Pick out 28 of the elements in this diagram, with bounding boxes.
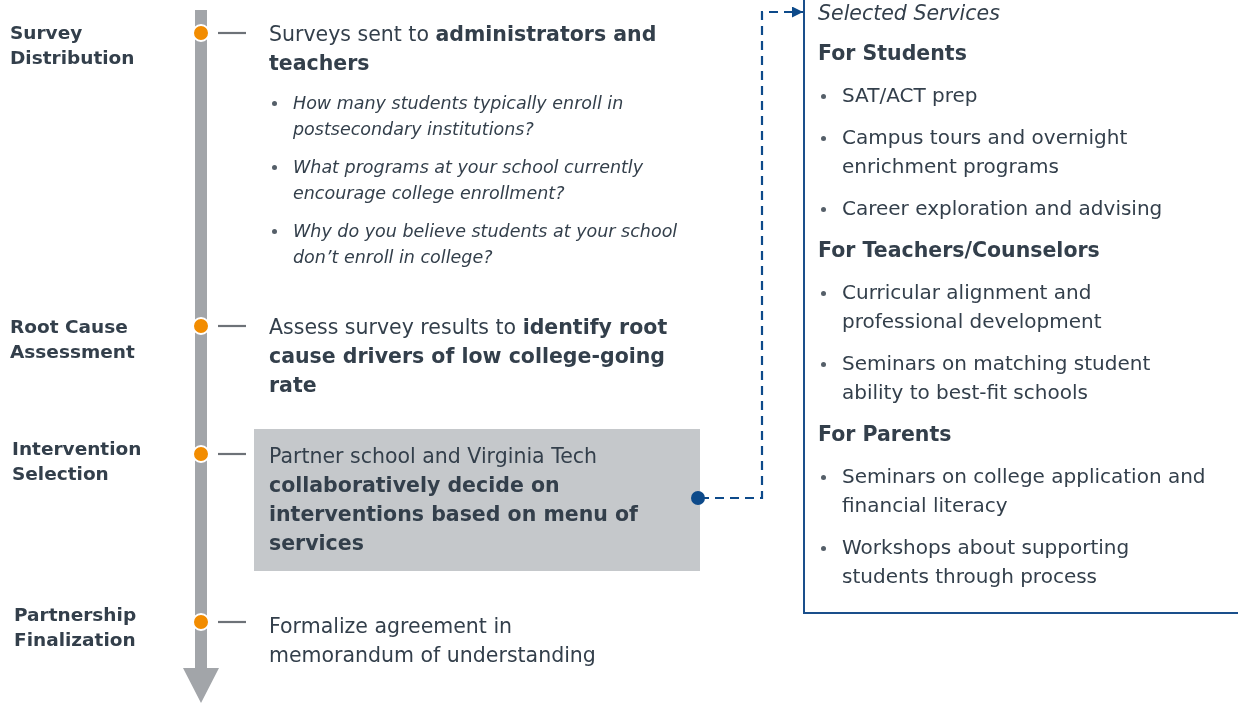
timeline-dot (192, 24, 210, 42)
service-bullet: Workshops about supporting students through process (818, 533, 1216, 591)
step-description: Partner school and Virginia Tech collaboratively decide on interventions based on menu of services (269, 443, 639, 557)
section-heading: For Parents (818, 421, 953, 448)
step-description: Surveys sent to administrators and teachers (269, 21, 658, 77)
stage-label: Survey Distribution (10, 21, 136, 70)
stage-label: Root Cause Assessment (10, 315, 136, 364)
service-bullet: Seminars on college application and financial literacy (818, 462, 1216, 520)
timeline-dot (192, 613, 210, 631)
panel-title: Selected Services (818, 0, 1001, 26)
question-bullet: What programs at your school currently encourage college enrollment? (269, 154, 703, 206)
stage-label: Intervention Selection (12, 437, 143, 486)
service-bullet: Career exploration and advising (818, 194, 1216, 223)
timeline-dot (192, 317, 210, 335)
process-box (254, 429, 700, 571)
question-bullet: Why do you believe students at your school don’t enroll in college? (269, 218, 703, 270)
timeline-dot (192, 445, 210, 463)
service-bullet: SAT/ACT prep (818, 81, 1216, 110)
step-description: Formalize agreement in memorandum of understanding (269, 613, 597, 669)
service-bullet: Campus tours and overnight enrichment programs (818, 123, 1216, 181)
stage-label: Partnership Finalization (14, 603, 138, 652)
section-heading: For Teachers/Counselors (818, 237, 1101, 264)
step-description: Assess survey results to identify root cause drivers of low college-going rate (269, 314, 669, 399)
section-heading: For Students (818, 40, 968, 67)
question-bullet: How many students typically enroll in postsecondary institutions? (269, 90, 703, 142)
service-bullet: Seminars on matching student ability to best-fit schools (818, 349, 1216, 407)
services-panel (803, 0, 1238, 614)
service-bullet: Curricular alignment and professional development (818, 278, 1216, 336)
